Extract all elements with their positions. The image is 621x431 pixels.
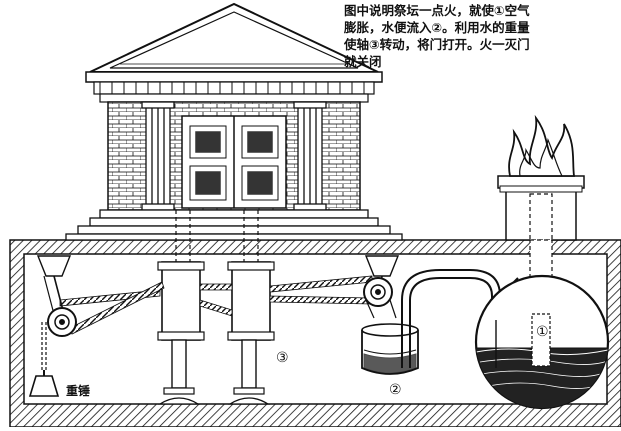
rope — [59, 275, 373, 335]
marker-3-label: ③ — [276, 350, 289, 366]
caption-line: 就关闭 — [344, 54, 382, 69]
caption-line: 图中说明祭坛一点火，就使①空气 — [344, 3, 530, 18]
marker-1-label: ① — [536, 324, 549, 340]
temple-door — [181, 115, 287, 209]
axle — [157, 210, 275, 405]
sphere-vessel — [474, 274, 610, 410]
counterweight — [28, 322, 60, 397]
marker-2-label: ② — [389, 382, 402, 398]
bucket — [361, 323, 419, 375]
underground-chamber — [9, 239, 621, 428]
pulley — [363, 255, 400, 319]
caption-text: 图中说明祭坛一点火，就使①空气 膨胀，水便流入②。利用水的重量 使轴③转动，将门… — [344, 2, 616, 70]
counterweight-label: 重锤 — [66, 384, 91, 398]
caption-line: 膨胀，水便流入②。利用水的重量 — [344, 20, 530, 35]
caption-line: 使轴③转动，将门打开。火一灭门 — [344, 37, 530, 52]
pulley — [36, 255, 77, 337]
temple-building — [65, 2, 403, 241]
altar-fire — [497, 114, 585, 241]
